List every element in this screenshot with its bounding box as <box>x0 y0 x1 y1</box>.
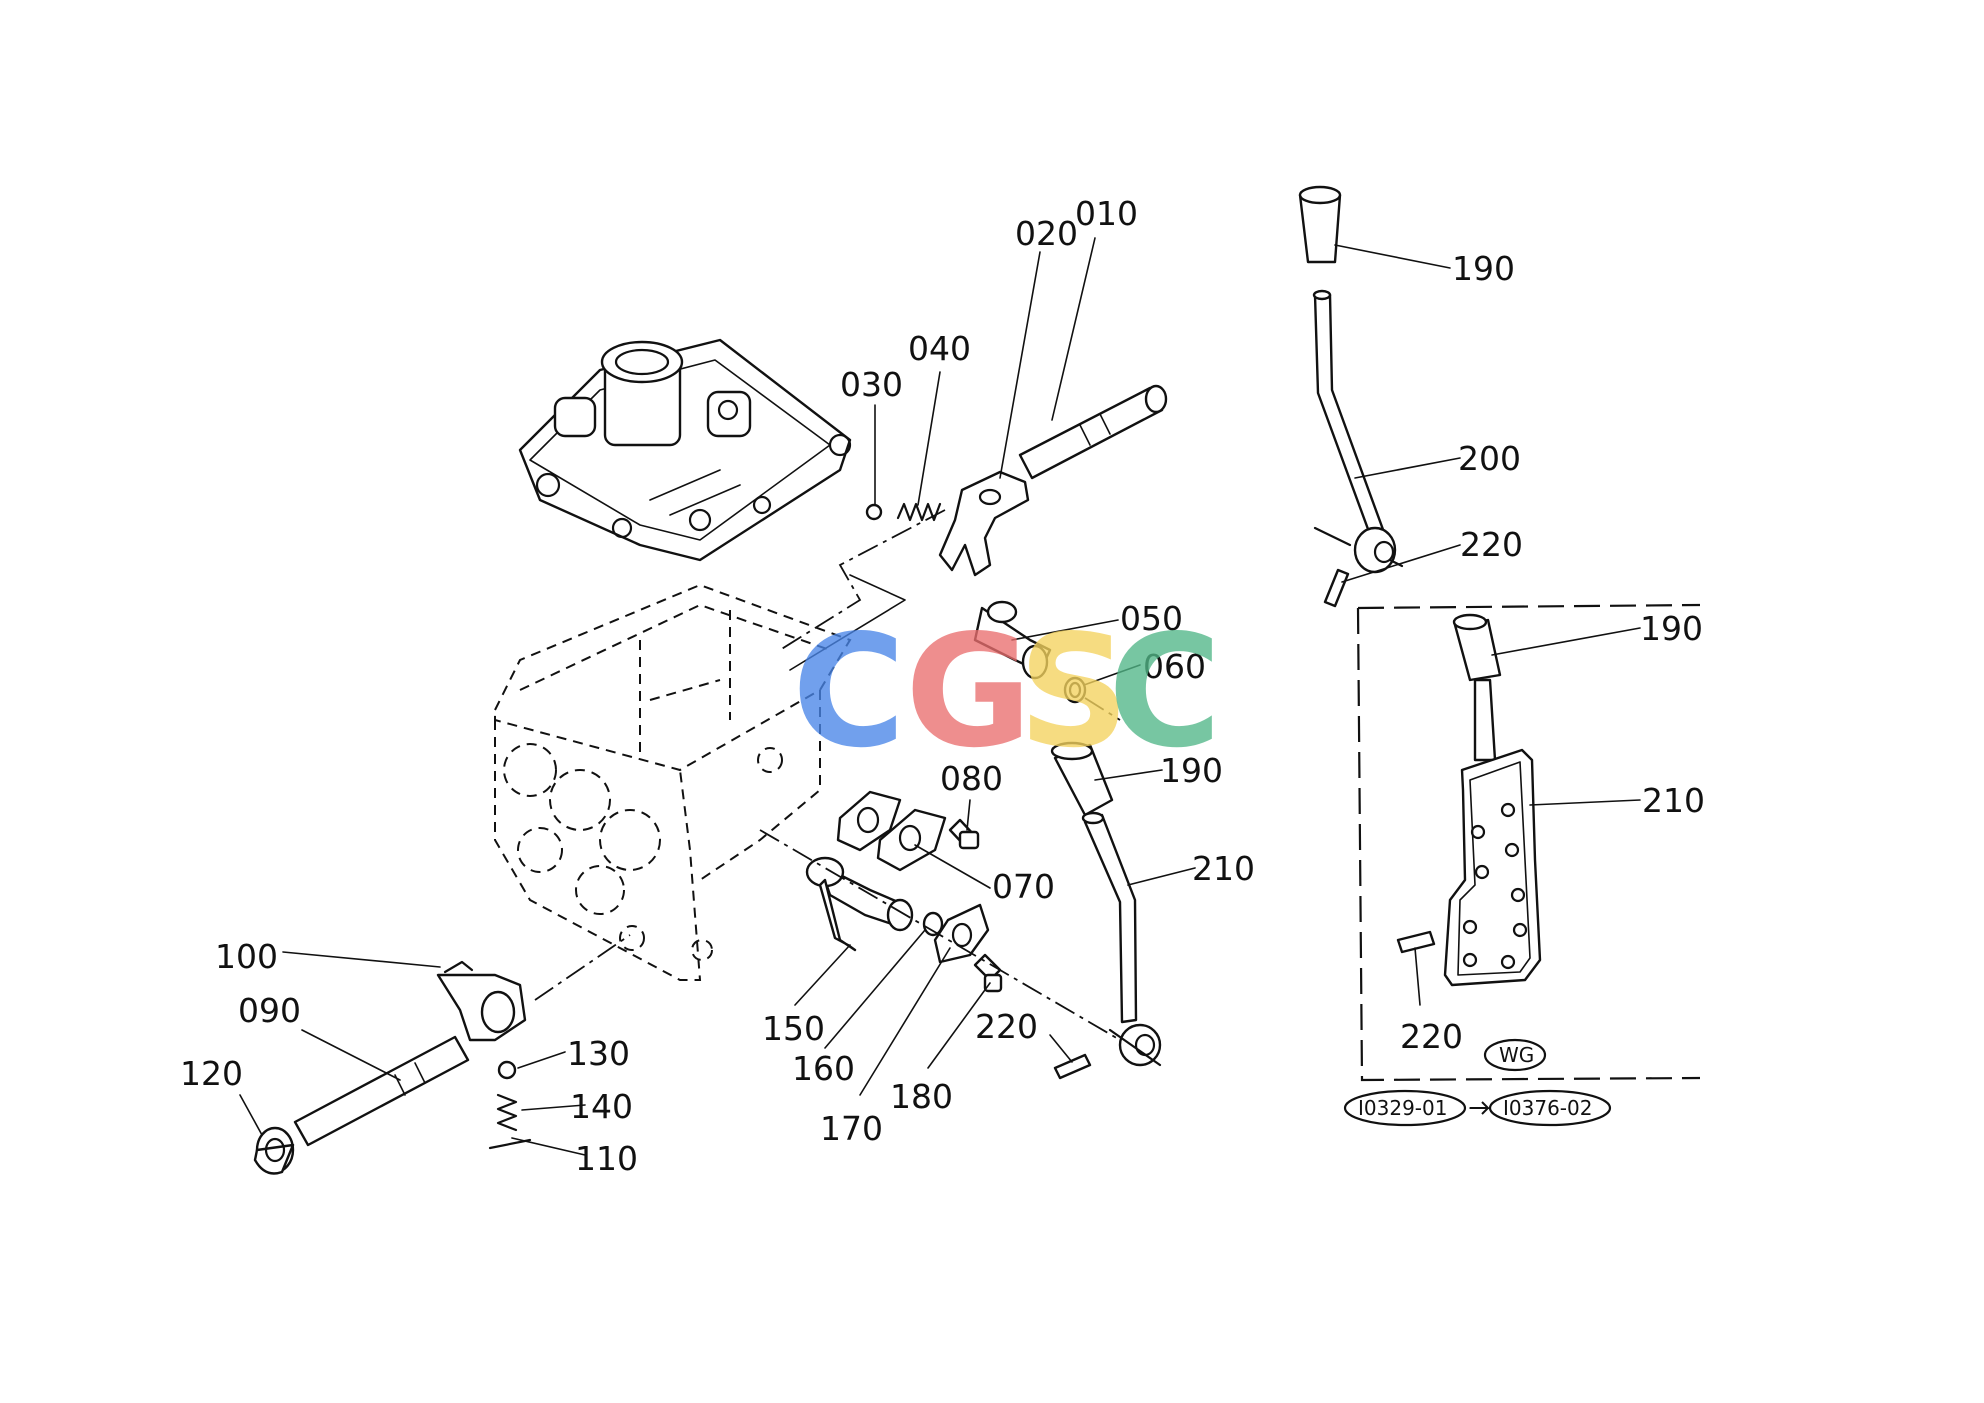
label-080: 080 <box>940 759 1003 798</box>
serial-range: I0329-01 I0376-02 <box>1343 1089 1612 1127</box>
label-220-wg: 220 <box>1400 1017 1463 1056</box>
o-ring-060 <box>1063 676 1087 704</box>
o-ring-160 <box>922 911 944 937</box>
plate-170 <box>933 903 990 964</box>
label-220-right: 220 <box>1460 525 1523 564</box>
shift-rod-upper <box>1018 384 1168 480</box>
lever-rod-mid <box>1081 811 1162 1067</box>
label-210-mid: 210 <box>1192 849 1255 888</box>
label-220-mid: 220 <box>975 1007 1038 1046</box>
label-090: 090 <box>238 991 301 1030</box>
watermark-letter-1: C <box>792 601 906 782</box>
lever-rod-right <box>1312 289 1404 574</box>
wg-variant-frame <box>1356 603 1701 1082</box>
label-110: 110 <box>575 1139 638 1178</box>
label-170: 170 <box>820 1109 883 1148</box>
gasket-plate-070 <box>836 790 947 872</box>
label-180: 180 <box>890 1077 953 1116</box>
label-050: 050 <box>1120 599 1183 638</box>
label-030: 030 <box>840 365 903 404</box>
wg-tag: WG <box>1499 1043 1534 1067</box>
label-190-wg: 190 <box>1640 609 1703 648</box>
pin-220-right <box>1323 568 1350 608</box>
variant-tag: WG <box>1483 1038 1547 1072</box>
label-020: 020 <box>1015 214 1078 253</box>
pin-220-mid <box>1053 1053 1092 1080</box>
label-210-wg: 210 <box>1642 781 1705 820</box>
bolt-080 <box>948 818 980 850</box>
serial-from: I0329-01 <box>1358 1096 1447 1120</box>
watermark-letter-4: C <box>1108 601 1222 782</box>
label-160: 160 <box>792 1049 855 1088</box>
label-040: 040 <box>908 329 971 368</box>
lever-knob-wg <box>1452 613 1502 682</box>
shift-fork-lower <box>436 960 527 1042</box>
label-130: 130 <box>567 1034 630 1073</box>
detent-spring-upper <box>896 502 942 522</box>
detent-ball-lower <box>497 1060 517 1080</box>
label-010: 010 <box>1075 194 1138 233</box>
serial-to: I0376-02 <box>1503 1096 1592 1120</box>
pin-220-wg <box>1396 930 1436 954</box>
label-190-right: 190 <box>1452 249 1515 288</box>
watermark-letter-2: G <box>905 601 1032 782</box>
lever-knob-right <box>1298 185 1342 264</box>
leader-lines <box>239 237 1641 1156</box>
shift-rod-lower <box>293 1035 470 1147</box>
lever-plate-wg <box>1443 678 1542 987</box>
label-060: 060 <box>1143 647 1206 686</box>
lever-knob-mid <box>1050 741 1114 817</box>
label-190-mid: 190 <box>1160 751 1223 790</box>
label-140: 140 <box>570 1087 633 1126</box>
transmission-housing <box>494 583 852 981</box>
arrow-right-icon <box>1470 1101 1491 1115</box>
detent-ball-upper <box>865 503 883 521</box>
watermark: C G S C <box>792 601 1222 782</box>
shift-fork-upper <box>938 470 1030 577</box>
transmission-top-cover <box>518 338 852 562</box>
label-120: 120 <box>180 1054 243 1093</box>
part-labels: 010 020 030 040 050 060 070 080 090 100 … <box>180 194 1705 1178</box>
label-100: 100 <box>215 937 278 976</box>
shift-arm-150 <box>805 856 914 952</box>
label-150: 150 <box>762 1009 825 1048</box>
watermark-letter-3: S <box>1018 601 1130 782</box>
label-200-right: 200 <box>1458 439 1521 478</box>
cap-120 <box>253 1126 295 1175</box>
detent-spring-lower <box>496 1093 518 1132</box>
label-070: 070 <box>992 867 1055 906</box>
